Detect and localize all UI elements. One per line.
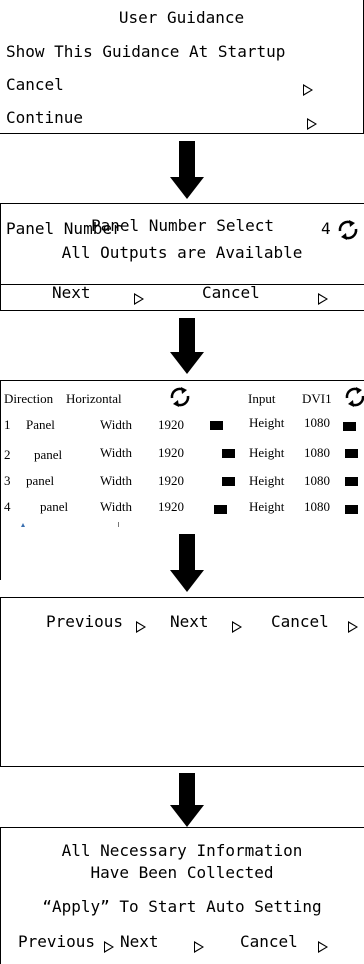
input-value[interactable]: DVI1 xyxy=(302,391,332,406)
row-height-label: Height xyxy=(249,415,285,430)
row-height-value[interactable]: 1080 xyxy=(304,473,330,488)
row-height-label: Height xyxy=(249,445,285,460)
user-guidance-panel: User Guidance Show This Guidance At Star… xyxy=(0,0,364,134)
previous-play-icon[interactable] xyxy=(136,616,146,635)
row-panel-name: Panel xyxy=(26,417,55,432)
outputs-available-message: All Outputs are Available xyxy=(61,243,303,262)
next-button[interactable]: Next xyxy=(52,283,91,302)
direction-value[interactable]: Horizontal xyxy=(66,391,122,406)
height-grid-icon[interactable] xyxy=(345,449,358,458)
row-panel-name: panel xyxy=(40,499,69,514)
next-play-icon[interactable] xyxy=(232,616,242,635)
cancel-play-icon[interactable] xyxy=(348,616,358,635)
panel-number-select-title: Panel Number Select xyxy=(90,216,275,235)
show-guidance-at-startup-option[interactable]: Show This Guidance At Startup xyxy=(6,42,286,61)
height-grid-icon[interactable] xyxy=(345,505,358,514)
previous-button[interactable]: Previous xyxy=(18,932,96,951)
height-grid-icon[interactable] xyxy=(345,477,358,486)
row-panel-name: panel xyxy=(34,447,63,462)
width-grid-icon[interactable] xyxy=(222,477,235,486)
direction-label: Direction xyxy=(4,391,54,406)
cancel-button[interactable]: Cancel xyxy=(240,932,298,951)
row-width-value[interactable]: 1920 xyxy=(158,445,184,460)
cancel-play-icon[interactable] xyxy=(303,79,313,98)
row-width-label: Width xyxy=(100,499,132,514)
input-label: Input xyxy=(248,391,276,406)
height-grid-icon[interactable] xyxy=(343,422,356,431)
row-width-label: Width xyxy=(100,473,132,488)
cancel-play-icon[interactable] xyxy=(318,288,328,307)
row-height-label: Height xyxy=(249,473,285,488)
row-number: 3 xyxy=(4,473,11,488)
row-number: 1 xyxy=(4,417,11,432)
info-collected-line2: Have Been Collected xyxy=(90,863,274,882)
continue-option-label[interactable]: Continue xyxy=(6,108,84,127)
row-height-label: Height xyxy=(249,499,285,514)
flow-down-arrow-icon xyxy=(170,318,204,376)
row-height-value[interactable]: 1080 xyxy=(304,415,330,430)
navigation-panel xyxy=(0,597,364,767)
stray-mark xyxy=(21,523,25,527)
input-refresh-icon[interactable] xyxy=(343,386,364,408)
panel-number-select-panel: Panel Number Select xyxy=(0,203,364,285)
cancel-option-label[interactable]: Cancel xyxy=(6,75,64,94)
row-height-value[interactable]: 1080 xyxy=(304,499,330,514)
row-width-value[interactable]: 1920 xyxy=(158,417,184,432)
row-number: 2 xyxy=(4,447,11,462)
next-button[interactable]: Next xyxy=(170,612,209,631)
row-number: 4 xyxy=(4,499,11,514)
apply-instruction: “Apply” To Start Auto Setting xyxy=(42,897,322,916)
width-grid-icon[interactable] xyxy=(222,449,235,458)
panel-number-refresh-icon[interactable] xyxy=(336,219,360,241)
previous-button[interactable]: Previous xyxy=(46,612,124,631)
row-panel-name: panel xyxy=(26,473,55,488)
row-width-value[interactable]: 1920 xyxy=(158,499,184,514)
stray-tick xyxy=(118,522,119,527)
apply-summary-panel xyxy=(0,827,364,964)
continue-play-icon[interactable] xyxy=(307,113,317,132)
cancel-play-icon[interactable] xyxy=(318,936,328,955)
row-height-value[interactable]: 1080 xyxy=(304,445,330,460)
width-grid-icon[interactable] xyxy=(214,505,227,514)
previous-play-icon[interactable] xyxy=(104,936,114,955)
info-collected-line1: All Necessary Information xyxy=(61,841,303,860)
flow-down-arrow-icon xyxy=(170,534,204,594)
direction-refresh-icon[interactable] xyxy=(168,386,192,408)
flow-down-arrow-icon xyxy=(170,141,204,199)
row-width-label: Width xyxy=(100,445,132,460)
width-grid-icon[interactable] xyxy=(210,421,223,430)
next-play-icon[interactable] xyxy=(194,936,204,955)
next-button[interactable]: Next xyxy=(120,932,159,951)
cancel-button[interactable]: Cancel xyxy=(202,283,260,302)
panel-number-label: Panel Number xyxy=(6,219,122,238)
row-width-value[interactable]: 1920 xyxy=(158,473,184,488)
panel-number-select-frame xyxy=(0,203,364,311)
panel-number-value[interactable]: 4 xyxy=(321,219,331,238)
user-guidance-title: User Guidance xyxy=(118,8,245,27)
row-width-label: Width xyxy=(100,417,132,432)
next-play-icon[interactable] xyxy=(134,288,144,307)
flow-down-arrow-icon xyxy=(170,773,204,829)
cancel-button[interactable]: Cancel xyxy=(271,612,329,631)
